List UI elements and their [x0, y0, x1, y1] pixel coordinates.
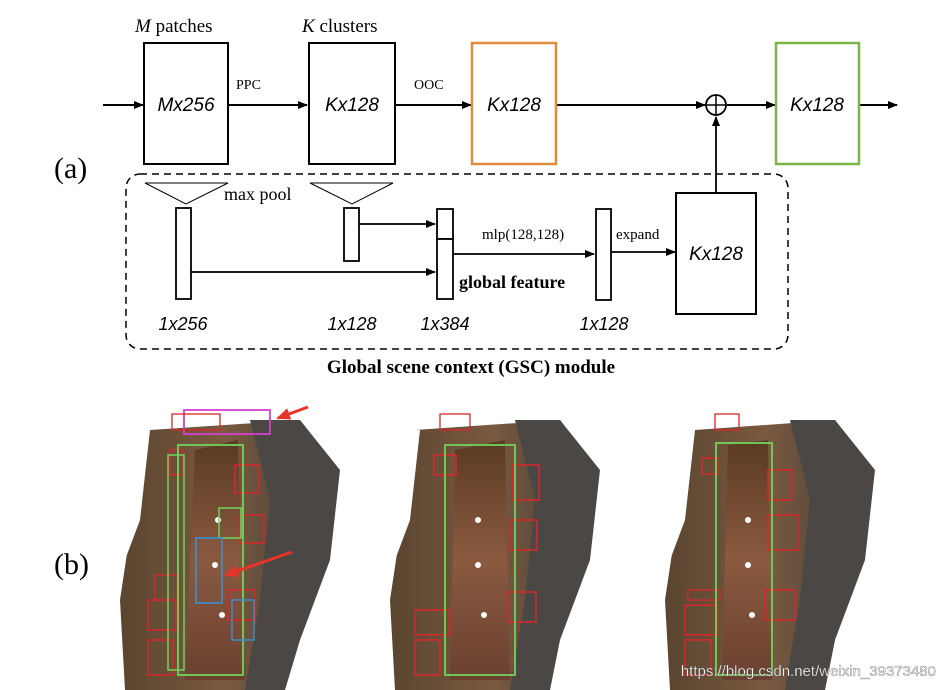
clusters-heading: K clusters	[301, 16, 377, 37]
patches-box-label: Mx256	[157, 95, 214, 116]
dim-1x384: 1x384	[420, 314, 469, 334]
clusters-box	[308, 42, 396, 165]
maxpool-triangle-2	[309, 182, 394, 205]
maxpool-label: max pool	[224, 184, 292, 204]
gsc-output-box	[675, 192, 757, 315]
feature-bar-1x384-top	[436, 208, 454, 240]
maxpool-triangle-1	[144, 182, 229, 205]
sum-node-icon	[705, 94, 727, 116]
watermark: https://blog.csdn.net/weixin_39373480	[681, 663, 936, 680]
ooc-output-box	[470, 41, 558, 166]
dim-1x256: 1x256	[158, 314, 208, 334]
dim-1x128-a: 1x128	[327, 314, 376, 334]
mlp-label: mlp(128,128)	[482, 227, 564, 243]
expand-label: expand	[616, 227, 660, 243]
scene-panel-1	[120, 405, 340, 690]
scene-panel-3	[665, 413, 875, 690]
patches-box	[143, 42, 229, 165]
part-b-label: (b)	[54, 548, 89, 581]
feature-bar-1x128	[343, 207, 360, 262]
final-output-box	[774, 41, 861, 166]
ooc-output-box-label: Kx128	[487, 95, 541, 116]
ooc-label: OOC	[414, 78, 444, 93]
ppc-label: PPC	[236, 78, 261, 93]
dim-1x128-b: 1x128	[579, 314, 628, 334]
global-feature-label: global feature	[459, 272, 565, 292]
gsc-output-box-label: Kx128	[689, 244, 743, 265]
clusters-box-label: Kx128	[325, 95, 379, 116]
part-a-label: (a)	[54, 152, 87, 185]
feature-bar-1x256	[175, 207, 192, 300]
final-output-box-label: Kx128	[790, 95, 844, 116]
gsc-module-frame	[125, 173, 789, 350]
patches-heading: M patches	[134, 16, 213, 37]
gsc-caption: Global scene context (GSC) module	[327, 357, 615, 378]
feature-bar-1x384-bottom	[436, 238, 454, 300]
feature-bar-mlp-out	[595, 208, 612, 301]
scene-panel-2	[390, 413, 600, 690]
